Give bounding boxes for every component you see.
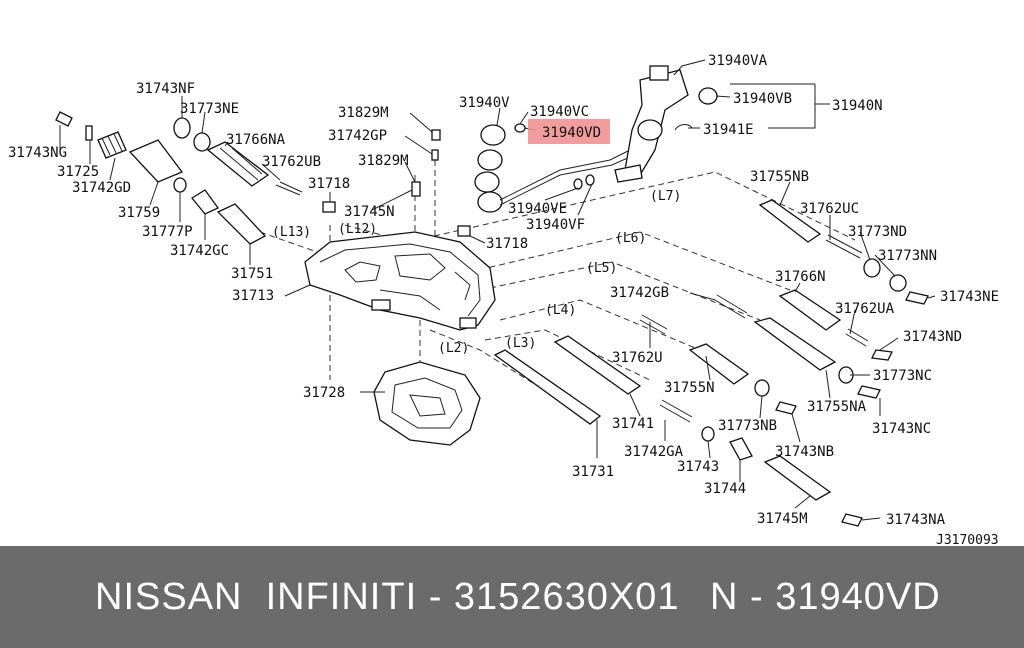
tag-l6: (L6) [615,231,646,246]
label-31741: 31741 [612,416,654,432]
tag-l12: (L12) [338,222,377,237]
label-31773NC: 31773NC [873,368,932,384]
separator-plate [373,361,481,446]
label-31940V: 31940V [459,95,510,111]
parts-diagram: 31940VA 31940VB 31940N 31940V 31940VC 31… [8,53,999,546]
diagram-reference-code: J3170093 [936,533,999,546]
label-31743NE: 31743NE [940,289,999,305]
label-31940VB: 31940VB [733,91,792,107]
label-31743NB: 31743NB [775,444,834,460]
label-31745M: 31745M [757,511,808,527]
tag-l3: (L3) [505,336,536,351]
label-31743ND: 31743ND [903,329,962,345]
label-31755NA: 31755NA [807,399,867,415]
label-31773NN: 31773NN [878,248,937,264]
label-31829M-b: 31829M [358,153,409,169]
part-labels: 31940VA 31940VB 31940N 31940V 31940VC 31… [8,53,999,528]
label-31731: 31731 [572,464,614,480]
label-31759: 31759 [118,205,160,221]
label-31773NB: 31773NB [718,418,777,434]
label-31742GP: 31742GP [328,128,387,144]
label-31762UC: 31762UC [800,201,859,217]
tag-l5: (L5) [586,261,617,276]
line-path-guides [259,160,856,401]
label-31940VF: 31940VF [526,217,585,233]
leader-lines [59,59,936,521]
label-31742GB: 31742GB [610,285,669,301]
control-valve-body [304,231,496,331]
label-31762U: 31762U [612,350,663,366]
label-31751: 31751 [231,266,273,282]
label-31713: 31713 [232,288,274,304]
label-31777P: 31777P [142,224,193,240]
label-31718-a: 31718 [308,176,350,192]
label-31766N: 31766N [775,269,826,285]
label-31745N: 31745N [344,204,395,220]
tag-l2: (L2) [438,341,469,356]
label-31762UA: 31762UA [835,301,895,317]
label-31743: 31743 [677,459,719,475]
label-31725: 31725 [57,164,99,180]
right-valve-parts [493,199,929,527]
label-31755N: 31755N [664,380,715,396]
label-31755NB: 31755NB [750,169,809,185]
part-info-footer: NISSAN INFINITI - 3152630X01 N - 31940VD [0,546,1024,648]
label-31940VE: 31940VE [508,201,567,217]
part-number: N - 31940VD [710,575,941,618]
label-31829M-a: 31829M [338,105,389,121]
label-31766NA: 31766NA [226,132,286,148]
label-31940VC: 31940VC [530,104,589,120]
tag-l7: (L7) [650,189,681,204]
label-31728: 31728 [303,385,345,401]
label-31940VA: 31940VA [708,53,768,69]
label-31940N: 31940N [832,98,883,114]
label-31744: 31744 [704,481,746,497]
label-31742GA: 31742GA [624,444,684,460]
label-31743NC: 31743NC [872,421,931,437]
label-31743NF: 31743NF [136,81,195,97]
label-31742GC: 31742GC [170,243,229,259]
highlight-box [528,119,610,144]
solenoid-assembly [474,65,718,213]
brand-and-oem-number: NISSAN INFINITI - 3152630X01 [95,575,680,618]
tag-l13: (L13) [272,225,311,240]
label-31773NE: 31773NE [180,101,239,117]
label-31743NA: 31743NA [886,512,946,528]
tag-l4: (L4) [545,303,576,318]
label-31773ND: 31773ND [848,224,907,240]
label-31743NG: 31743NG [8,145,67,161]
line-tags: (L7) (L6) (L5) (L4) (L3) (L2) (L13) (L12… [272,189,681,356]
label-31940VD: 31940VD [542,125,601,141]
label-31941E: 31941E [703,122,754,138]
label-31762UB: 31762UB [262,154,321,170]
label-31742GD: 31742GD [72,180,131,196]
left-valve-parts [55,111,471,245]
label-31718-b: 31718 [486,236,528,252]
